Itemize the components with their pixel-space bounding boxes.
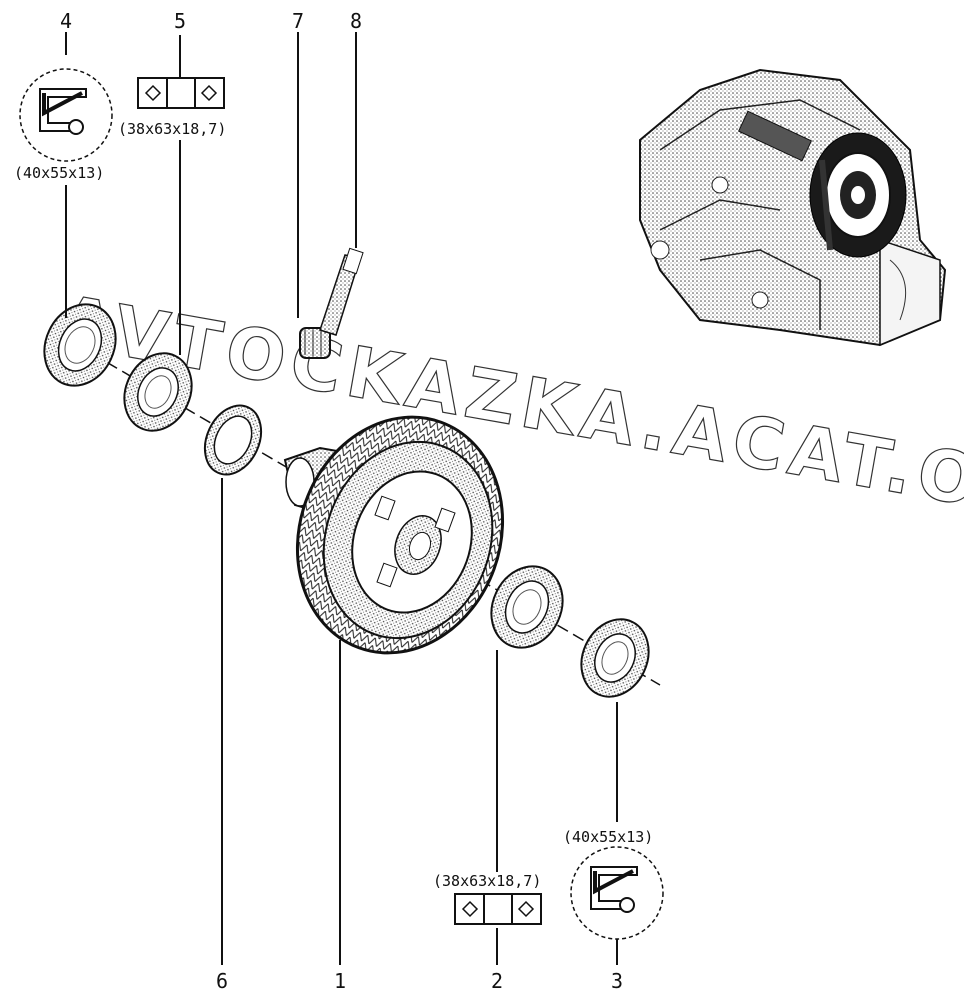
callout-6: 6 [216,969,228,993]
dim-5: (38x63x18,7) [118,120,226,138]
callout-5: 5 [174,9,186,33]
part-3-bearing [580,618,650,698]
part-2-bearing [490,565,564,649]
part-7-drive-gear [299,327,331,359]
dim-2: (38x63x18,7) [433,872,541,890]
oil-seal-icon [39,88,87,135]
part-8-shaft [319,247,364,336]
callout-2: 2 [491,969,503,993]
callout-1: 1 [334,969,346,993]
callout-7: 7 [292,9,304,33]
leader-lines [65,32,618,965]
part-4-bearing [43,303,117,387]
part-1-differential [283,415,505,655]
dim-4: (40x55x13) [14,164,104,182]
seal-circle-3 [570,846,664,940]
oil-seal-icon [590,866,638,913]
dim-3: (40x55x13) [563,828,653,846]
callout-3: 3 [611,969,623,993]
callout-8: 8 [350,9,362,33]
part-6-ring [203,404,263,476]
gearbox-thumbnail [639,68,947,347]
callout-4: 4 [60,9,72,33]
tapered-bearing-icon [454,893,542,925]
part-5-bearing [123,352,193,432]
seal-circle-4 [19,68,113,162]
tapered-bearing-icon [137,77,225,109]
